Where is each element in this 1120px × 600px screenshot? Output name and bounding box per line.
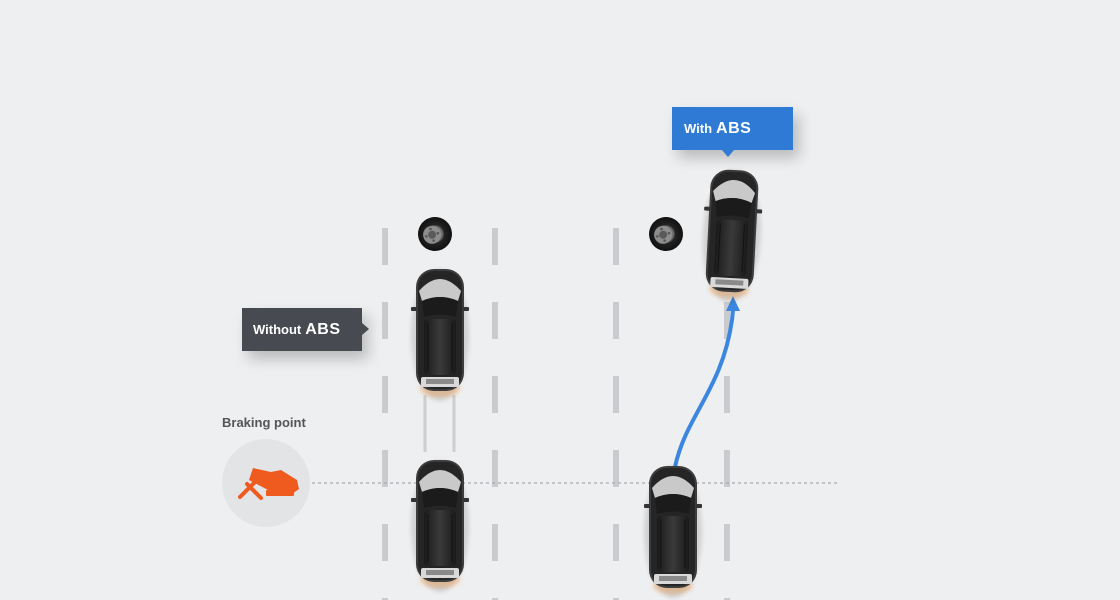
skid-marks	[423, 395, 456, 452]
obstacle-tire-left	[414, 213, 456, 255]
without-abs-label-prefix: Without	[253, 322, 302, 337]
braking-point-label: Braking point	[222, 415, 306, 430]
car-with-abs-start	[644, 466, 702, 598]
car-without-abs-stopped	[411, 269, 469, 401]
foot-on-pedal-icon	[222, 439, 310, 527]
with-abs-label-abs: ABS	[716, 119, 752, 137]
car-with-abs-evaded	[699, 169, 764, 304]
steering-arrowhead	[726, 296, 740, 311]
without-abs-label: Without ABS	[242, 308, 369, 351]
with-abs-label: With ABS	[672, 107, 793, 157]
steering-path	[673, 308, 735, 469]
with-abs-label-prefix: With	[684, 121, 713, 136]
obstacle-tire-right	[645, 213, 687, 255]
car-without-abs-start	[411, 460, 469, 592]
lane-markings	[382, 228, 730, 600]
without-abs-label-abs: ABS	[305, 320, 341, 338]
